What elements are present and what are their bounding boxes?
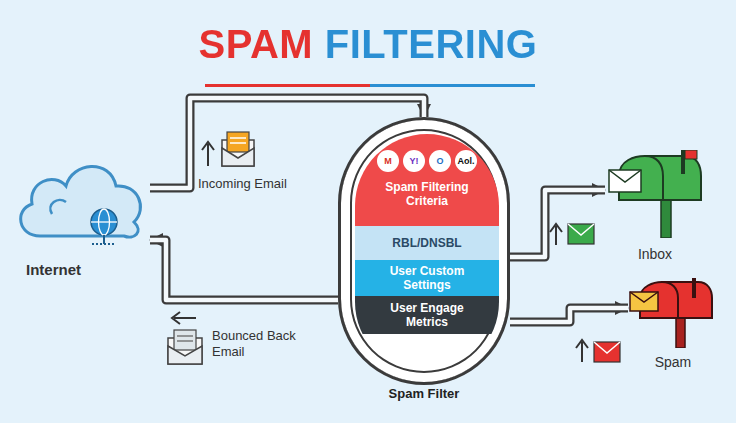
logo-row: MY!OAol. bbox=[375, 150, 479, 172]
pipe-outline bbox=[510, 190, 605, 257]
node-label: Inbox bbox=[638, 246, 672, 262]
edge-label: Bounced Back Email bbox=[212, 328, 304, 359]
title-underline bbox=[370, 84, 535, 87]
filter-capsule: MY!OAol. Spam Filtering CriteriaRBL/DNSBL… bbox=[338, 117, 510, 385]
pipe-core bbox=[150, 240, 338, 300]
pipe-outline bbox=[150, 240, 338, 300]
provider-logo: O bbox=[429, 150, 451, 172]
provider-logo: M bbox=[377, 150, 399, 172]
band-label: User Engage Metrics bbox=[369, 301, 485, 330]
band-label: User Custom Settings bbox=[369, 264, 485, 293]
mailbox-node: Inbox bbox=[605, 150, 705, 262]
diagram-title: SPAM FILTERING bbox=[199, 22, 538, 67]
title-underline bbox=[205, 84, 370, 87]
filter-band: MY!OAol. Spam Filtering Criteria bbox=[355, 134, 499, 226]
pipe-outline bbox=[510, 308, 628, 322]
node-label: Spam bbox=[655, 354, 692, 370]
pipe-core bbox=[510, 190, 605, 257]
edge-label: Incoming Email bbox=[198, 176, 318, 192]
band-label: Spam Filtering Criteria bbox=[369, 180, 485, 209]
provider-logo: Y! bbox=[403, 150, 425, 172]
pipe-connector bbox=[150, 240, 338, 300]
incoming-envelope bbox=[202, 132, 254, 166]
inbox-mailbox bbox=[605, 150, 705, 238]
pipe-core bbox=[510, 308, 628, 322]
spam-mailbox bbox=[628, 278, 718, 348]
cloud-icon bbox=[12, 148, 150, 248]
bounced-envelope bbox=[168, 312, 202, 364]
filter-band: RBL/DNSBL bbox=[355, 226, 499, 260]
mailbox-node: Spam bbox=[628, 278, 718, 370]
filter-band: User Engage Metrics bbox=[355, 296, 499, 334]
title-row: SPAM FILTERING bbox=[0, 22, 736, 67]
band-label: RBL/DNSBL bbox=[392, 236, 461, 250]
inbox-envelope bbox=[550, 224, 594, 245]
node-label: Spam Filter bbox=[341, 386, 507, 401]
filter-band: User Custom Settings bbox=[355, 260, 499, 296]
band-stack: MY!OAol. Spam Filtering CriteriaRBL/DNSBL… bbox=[355, 134, 499, 374]
cloud-node: Internet bbox=[12, 148, 150, 282]
node-label: Internet bbox=[26, 261, 81, 278]
pipe-connector bbox=[510, 308, 628, 322]
provider-logo: Aol. bbox=[455, 150, 477, 172]
pipe-connector bbox=[510, 190, 605, 257]
spam-envelope bbox=[576, 340, 620, 362]
